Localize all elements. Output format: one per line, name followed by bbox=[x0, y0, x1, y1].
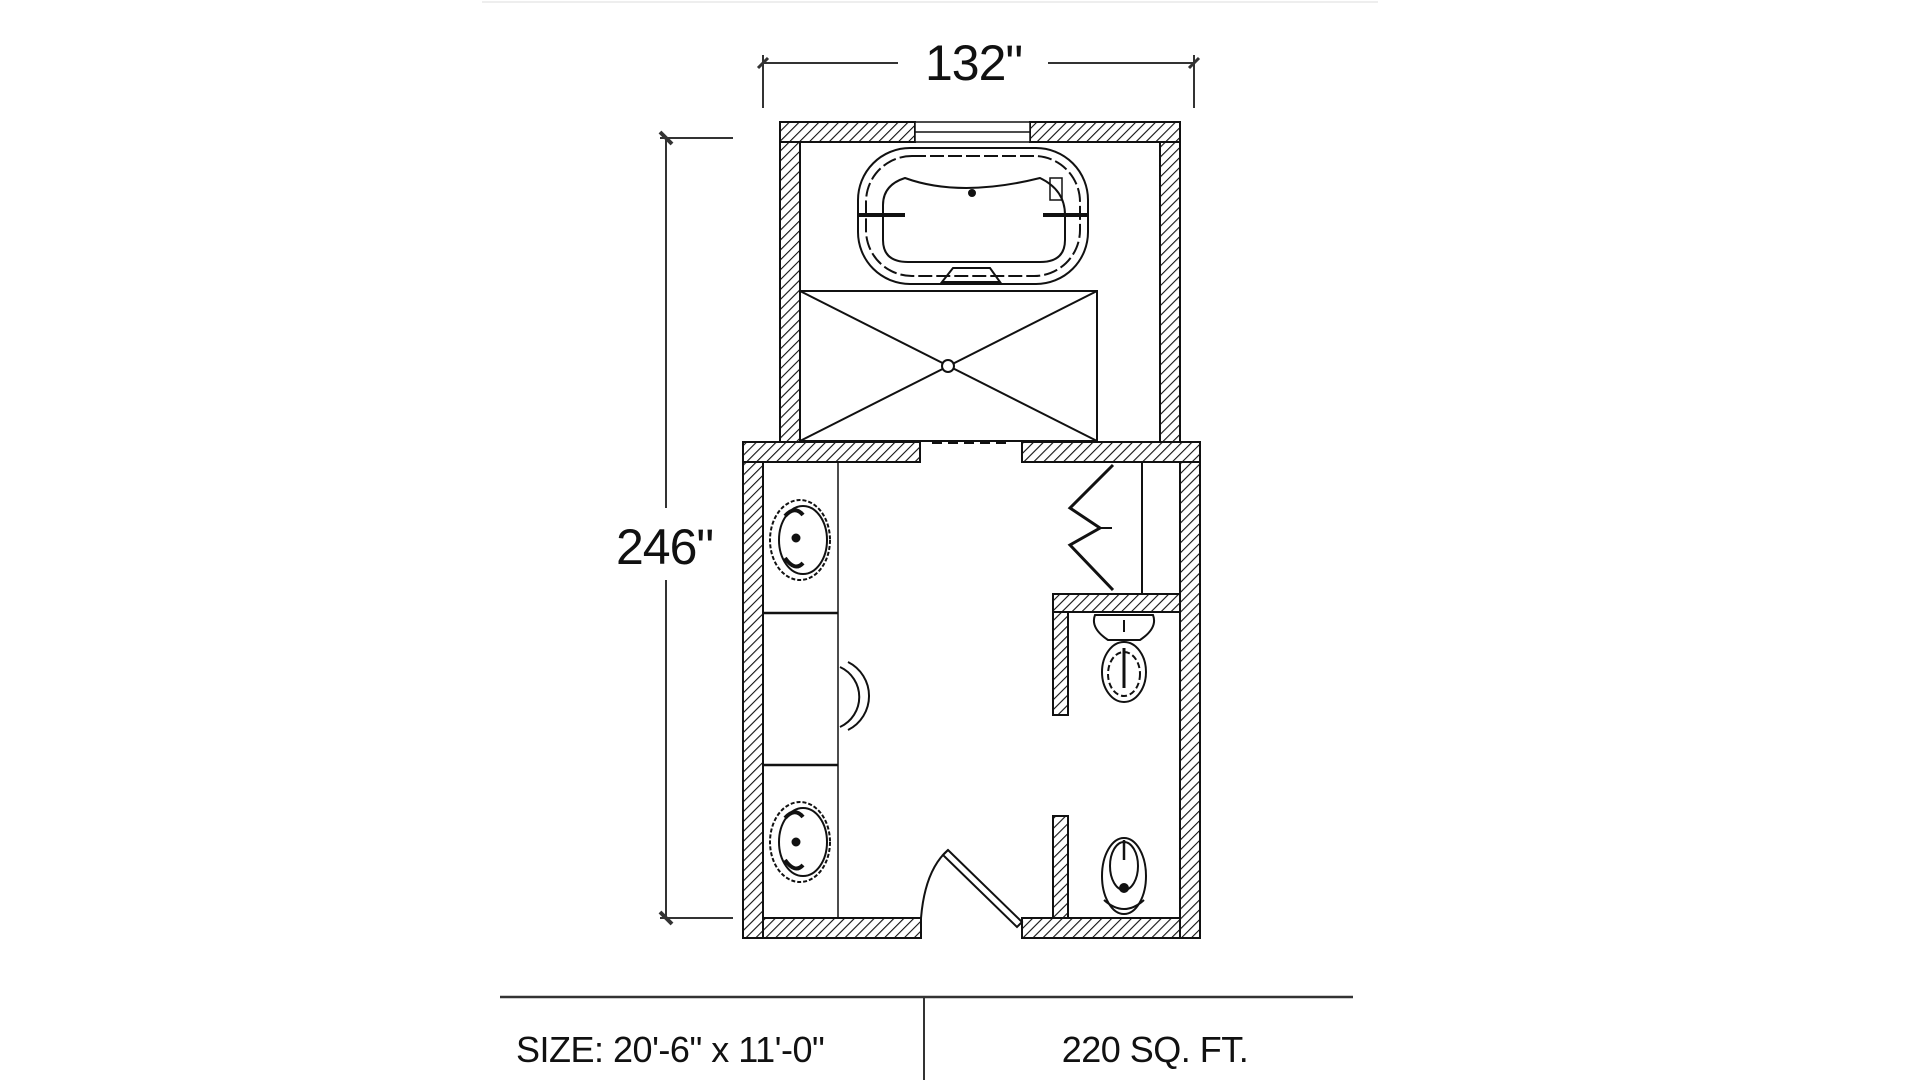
whirlpool-tub-icon bbox=[857, 147, 1089, 285]
info-table bbox=[500, 995, 1353, 1080]
bidet-icon bbox=[1101, 837, 1147, 915]
middle-wall bbox=[742, 441, 1201, 463]
width-dimension-label: 132" bbox=[925, 35, 1023, 91]
area-label: 220 SQ. FT. bbox=[1061, 1029, 1249, 1070]
shower-icon bbox=[799, 290, 1098, 442]
vanity-counter bbox=[763, 462, 839, 918]
closet-bifold-door-icon bbox=[1067, 463, 1115, 592]
top-dimension bbox=[756, 55, 1201, 108]
length-dimension-label: 246" bbox=[616, 519, 714, 575]
top-wall-window bbox=[914, 121, 1031, 143]
left-dimension bbox=[658, 130, 733, 926]
sink-lower-icon bbox=[769, 801, 831, 883]
size-label: SIZE: 20'-6" x 11'-0" bbox=[516, 1029, 825, 1070]
lower-room-walls bbox=[742, 461, 1201, 939]
toilet-icon bbox=[1092, 614, 1156, 703]
entry-door-icon bbox=[920, 848, 1024, 929]
sink-upper-icon bbox=[769, 499, 831, 581]
vanity-stool-icon bbox=[839, 661, 870, 731]
